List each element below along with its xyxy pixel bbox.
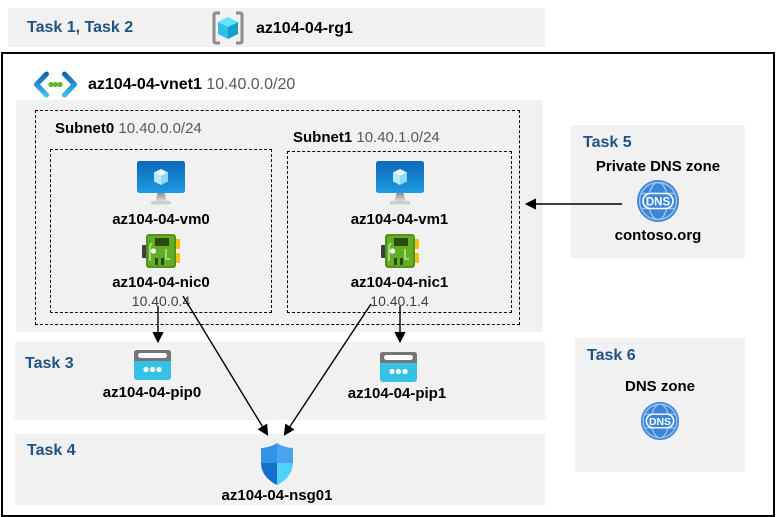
nsg-label: az104-04-nsg01 (221, 487, 333, 504)
vnet-name: az104-04-vnet1 (88, 76, 202, 93)
public-ip-icon (380, 352, 417, 382)
nic-icon (380, 234, 419, 268)
subnet1-box: az104-04-vm1 az104-04-nic1 10.40.1.4 (287, 151, 512, 313)
vnet-content-backdrop (16, 100, 543, 332)
task6-box: Task 6 DNS zone DNS (575, 338, 745, 472)
vnet-icon (34, 71, 77, 98)
private-dns-zone-name: contoso.org (614, 227, 702, 244)
public-ip-icon (134, 350, 171, 380)
task3-band: Task 3 (15, 342, 545, 420)
resource-group-icon (212, 11, 244, 45)
nsg-shield-icon (261, 443, 293, 485)
task1-2-band: Task 1, Task 2 az104-04-rg1 (8, 8, 545, 47)
vm0-label: az104-04-vm0 (112, 211, 210, 228)
task6-label: Task 6 (587, 347, 636, 364)
task5-label: Task 5 (583, 134, 632, 151)
nic0-ip: 10.40.0.4 (131, 293, 191, 309)
pip0-label: az104-04-pip0 (102, 384, 202, 401)
nic1-label: az104-04-nic1 (350, 274, 449, 291)
subnet1-cidr: 10.40.1.0/24 (356, 129, 440, 146)
vm-icon (137, 161, 185, 205)
subnet0-cidr: 10.40.0.0/24 (118, 120, 202, 137)
vm1-label: az104-04-vm1 (350, 211, 449, 228)
dns-zone-title: DNS zone (624, 378, 695, 395)
private-dns-zone-title: Private DNS zone (595, 158, 721, 175)
dns-icon-text: DNS (649, 417, 671, 428)
vm-icon (375, 161, 424, 205)
subnet0-title: Subnet0 10.40.0.0/24 (55, 120, 202, 137)
task4-label: Task 4 (27, 442, 76, 459)
resource-group-name: az104-04-rg1 (256, 20, 353, 37)
dns-globe-icon: DNS (637, 180, 679, 222)
subnet0-box: az104-04-vm0 az104-04-nic0 10.40.0.4 (50, 149, 272, 313)
task5-box: Task 5 Private DNS zone DNS contoso.org (571, 125, 745, 258)
task3-label: Task 3 (25, 355, 74, 372)
nic0-label: az104-04-nic0 (112, 274, 210, 291)
dns-icon-text: DNS (646, 197, 671, 209)
vnet-cidr: 10.40.0.0/20 (206, 76, 296, 93)
subnet1-title: Subnet1 10.40.1.0/24 (293, 129, 440, 146)
nic-icon (142, 234, 180, 268)
subnet1-name: Subnet1 (293, 129, 353, 146)
nic1-ip: 10.40.1.4 (370, 293, 429, 309)
subnets-dashed-container (35, 110, 520, 325)
pip1-label: az104-04-pip1 (347, 385, 447, 402)
dns-globe-icon: DNS (640, 401, 680, 441)
task1-2-label: Task 1, Task 2 (27, 19, 134, 36)
subnet0-name: Subnet0 (55, 120, 115, 137)
vnet-title: az104-04-vnet1 10.40.0.0/20 (88, 76, 295, 94)
